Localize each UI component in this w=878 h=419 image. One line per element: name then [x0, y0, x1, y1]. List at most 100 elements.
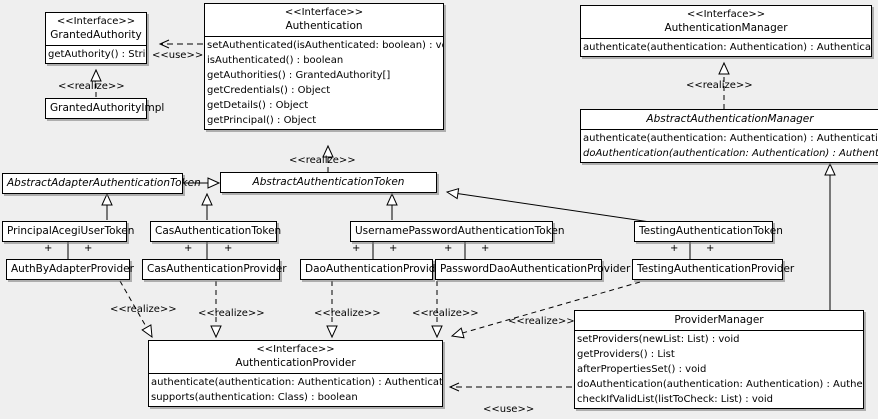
association-mark-plus: + [670, 243, 679, 254]
edge-label-realize-abstract-authentication-token: <<realize>> [289, 155, 356, 166]
operation: checkIfValidList(listToCheck: List) : vo… [577, 394, 774, 405]
class-header: <<Interface>> AuthenticationManager [581, 6, 871, 38]
class-operations: authenticate(authentication: Authenticat… [149, 373, 442, 406]
operation: getDetails() : Object [207, 100, 309, 111]
association-mark-plus: + [352, 243, 361, 254]
operation: getProviders() : List [577, 349, 675, 360]
class-header: AbstractAuthenticationManager [581, 110, 878, 129]
association-mark-plus: + [706, 243, 715, 254]
class-header: PasswordDaoAuthenticationProvider [436, 260, 631, 279]
class-granted-authority[interactable]: <<Interface>> GrantedAuthority getAuthor… [45, 12, 147, 64]
class-header: TestingAuthenticationToken [635, 222, 783, 241]
stereotype-label: <<Interface>> [686, 9, 766, 20]
edge-label-realize-testing-authentication-provider: <<realize>> [508, 316, 575, 327]
class-header: ProviderManager [575, 311, 863, 330]
association-mark-plus: + [84, 243, 93, 254]
class-header: <<Interface>> AuthenticationProvider [149, 341, 442, 373]
class-dao-authentication-provider[interactable]: DaoAuthenticationProvider [300, 259, 447, 280]
class-cas-authentication-provider[interactable]: CasAuthenticationProvider [142, 259, 287, 280]
edge-label-realize-dao-authentication-provider: <<realize>> [314, 308, 381, 319]
class-operations: authenticate(authentication: Authenticat… [581, 38, 871, 56]
operation: setProviders(newList: List) : void [577, 334, 740, 345]
operation: authenticate(authentication: Authenticat… [151, 377, 442, 388]
class-header: CasAuthenticationToken [151, 222, 282, 241]
class-name: AbstractAdapterAuthenticationToken [7, 177, 201, 189]
class-name: AuthenticationManager [664, 22, 788, 34]
class-header: AbstractAuthenticationToken [221, 173, 436, 192]
association-mark-plus: + [224, 243, 233, 254]
association-mark-plus: + [389, 243, 398, 254]
association-mark-plus: + [44, 243, 53, 254]
edge-label-realize-abstract-authentication-manager: <<realize>> [686, 80, 753, 91]
class-name: TestingAuthenticationToken [639, 225, 783, 237]
class-name: ProviderManager [674, 314, 764, 326]
edge-label-realize-password-dao-authentication-provider: <<realize>> [412, 308, 479, 319]
operation: doAuthentication(authentication: Authent… [583, 148, 878, 159]
class-header: PrincipalAcegiUserToken [3, 222, 135, 241]
operation: authenticate(authentication: Authenticat… [583, 133, 878, 144]
class-name: AbstractAuthenticationManager [646, 113, 814, 125]
class-header: DaoAuthenticationProvider [301, 260, 447, 279]
operation: isAuthenticated() : boolean [207, 55, 344, 66]
class-abstract-authentication-manager[interactable]: AbstractAuthenticationManager authentica… [580, 109, 878, 163]
class-name: UsernamePasswordAuthenticationToken [355, 225, 565, 237]
stereotype-label: <<Interface>> [284, 7, 364, 18]
operation: doAuthentication(authentication: Authent… [577, 379, 863, 390]
operation: supports(authentication: Class) : boolea… [151, 392, 358, 403]
class-name: PrincipalAcegiUserToken [7, 225, 135, 237]
edge-label-realize-cas-authentication-provider: <<realize>> [198, 308, 265, 319]
stereotype-label: <<Interface>> [256, 344, 335, 355]
class-name: Authentication [285, 20, 363, 32]
operation: getAuthority() : String [48, 49, 146, 60]
class-name: AbstractAuthenticationToken [252, 176, 405, 188]
class-authentication-manager[interactable]: <<Interface>> AuthenticationManager auth… [580, 5, 872, 57]
class-granted-authority-impl[interactable]: GrantedAuthorityImpl [45, 98, 165, 119]
class-name: PasswordDaoAuthenticationProvider [440, 263, 631, 275]
stereotype-label: <<Interface>> [56, 16, 136, 27]
class-principal-acegi-user-token[interactable]: PrincipalAcegiUserToken [2, 221, 135, 242]
class-header: UsernamePasswordAuthenticationToken [351, 222, 565, 241]
class-name: AuthenticationProvider [235, 357, 356, 369]
class-cas-authentication-token[interactable]: CasAuthenticationToken [150, 221, 282, 242]
class-testing-authentication-token[interactable]: TestingAuthenticationToken [634, 221, 783, 242]
edge-label-realize-granted-authority-impl: <<realize>> [58, 81, 125, 92]
operation: setAuthenticated(isAuthenticated: boolea… [207, 40, 443, 51]
class-operations: setAuthenticated(isAuthenticated: boolea… [205, 36, 443, 129]
class-password-dao-authentication-provider[interactable]: PasswordDaoAuthenticationProvider [435, 259, 631, 280]
class-name: CasAuthenticationToken [155, 225, 282, 237]
edge-label-use-provider-manager: <<use>> [483, 404, 535, 415]
edge-label-use-granted-authority: <<use>> [152, 50, 204, 61]
class-auth-by-adapter-provider[interactable]: AuthByAdapterProvider [6, 259, 134, 280]
class-authentication[interactable]: <<Interface>> Authentication setAuthenti… [204, 3, 444, 130]
class-operations: getAuthority() : String [46, 45, 146, 63]
class-name: GrantedAuthorityImpl [50, 102, 165, 114]
class-provider-manager[interactable]: ProviderManager setProviders(newList: Li… [574, 310, 864, 409]
operation: afterPropertiesSet() : void [577, 364, 707, 375]
association-mark-plus: + [184, 243, 193, 254]
class-abstract-authentication-token[interactable]: AbstractAuthenticationToken [220, 172, 437, 193]
class-header: AbstractAdapterAuthenticationToken [3, 174, 201, 193]
edge-label-realize-auth-by-adapter-provider: <<realize>> [110, 304, 177, 315]
association-mark-plus: + [481, 243, 490, 254]
class-name: AuthByAdapterProvider [11, 263, 134, 275]
class-authentication-provider[interactable]: <<Interface>> AuthenticationProvider aut… [148, 340, 443, 407]
operation: authenticate(authentication: Authenticat… [583, 42, 871, 53]
class-name: TestingAuthenticationProvider [637, 263, 795, 275]
operation: getAuthorities() : GrantedAuthority[] [207, 70, 391, 81]
operation: getCredentials() : Object [207, 85, 331, 96]
class-username-password-authentication-token[interactable]: UsernamePasswordAuthenticationToken [350, 221, 565, 242]
class-operations: setProviders(newList: List) : void getPr… [575, 330, 863, 408]
class-name: CasAuthenticationProvider [147, 263, 287, 275]
class-header: <<Interface>> GrantedAuthority [46, 13, 146, 45]
class-header: GrantedAuthorityImpl [46, 99, 165, 118]
class-header: CasAuthenticationProvider [143, 260, 287, 279]
class-testing-authentication-provider[interactable]: TestingAuthenticationProvider [632, 259, 795, 280]
class-abstract-adapter-authentication-token[interactable]: AbstractAdapterAuthenticationToken [2, 173, 201, 194]
operation: getPrincipal() : Object [207, 115, 317, 126]
class-header: <<Interface>> Authentication [205, 4, 443, 36]
class-header: AuthByAdapterProvider [7, 260, 134, 279]
class-name: GrantedAuthority [50, 29, 142, 41]
class-name: DaoAuthenticationProvider [305, 263, 447, 275]
class-operations: authenticate(authentication: Authenticat… [581, 129, 878, 162]
